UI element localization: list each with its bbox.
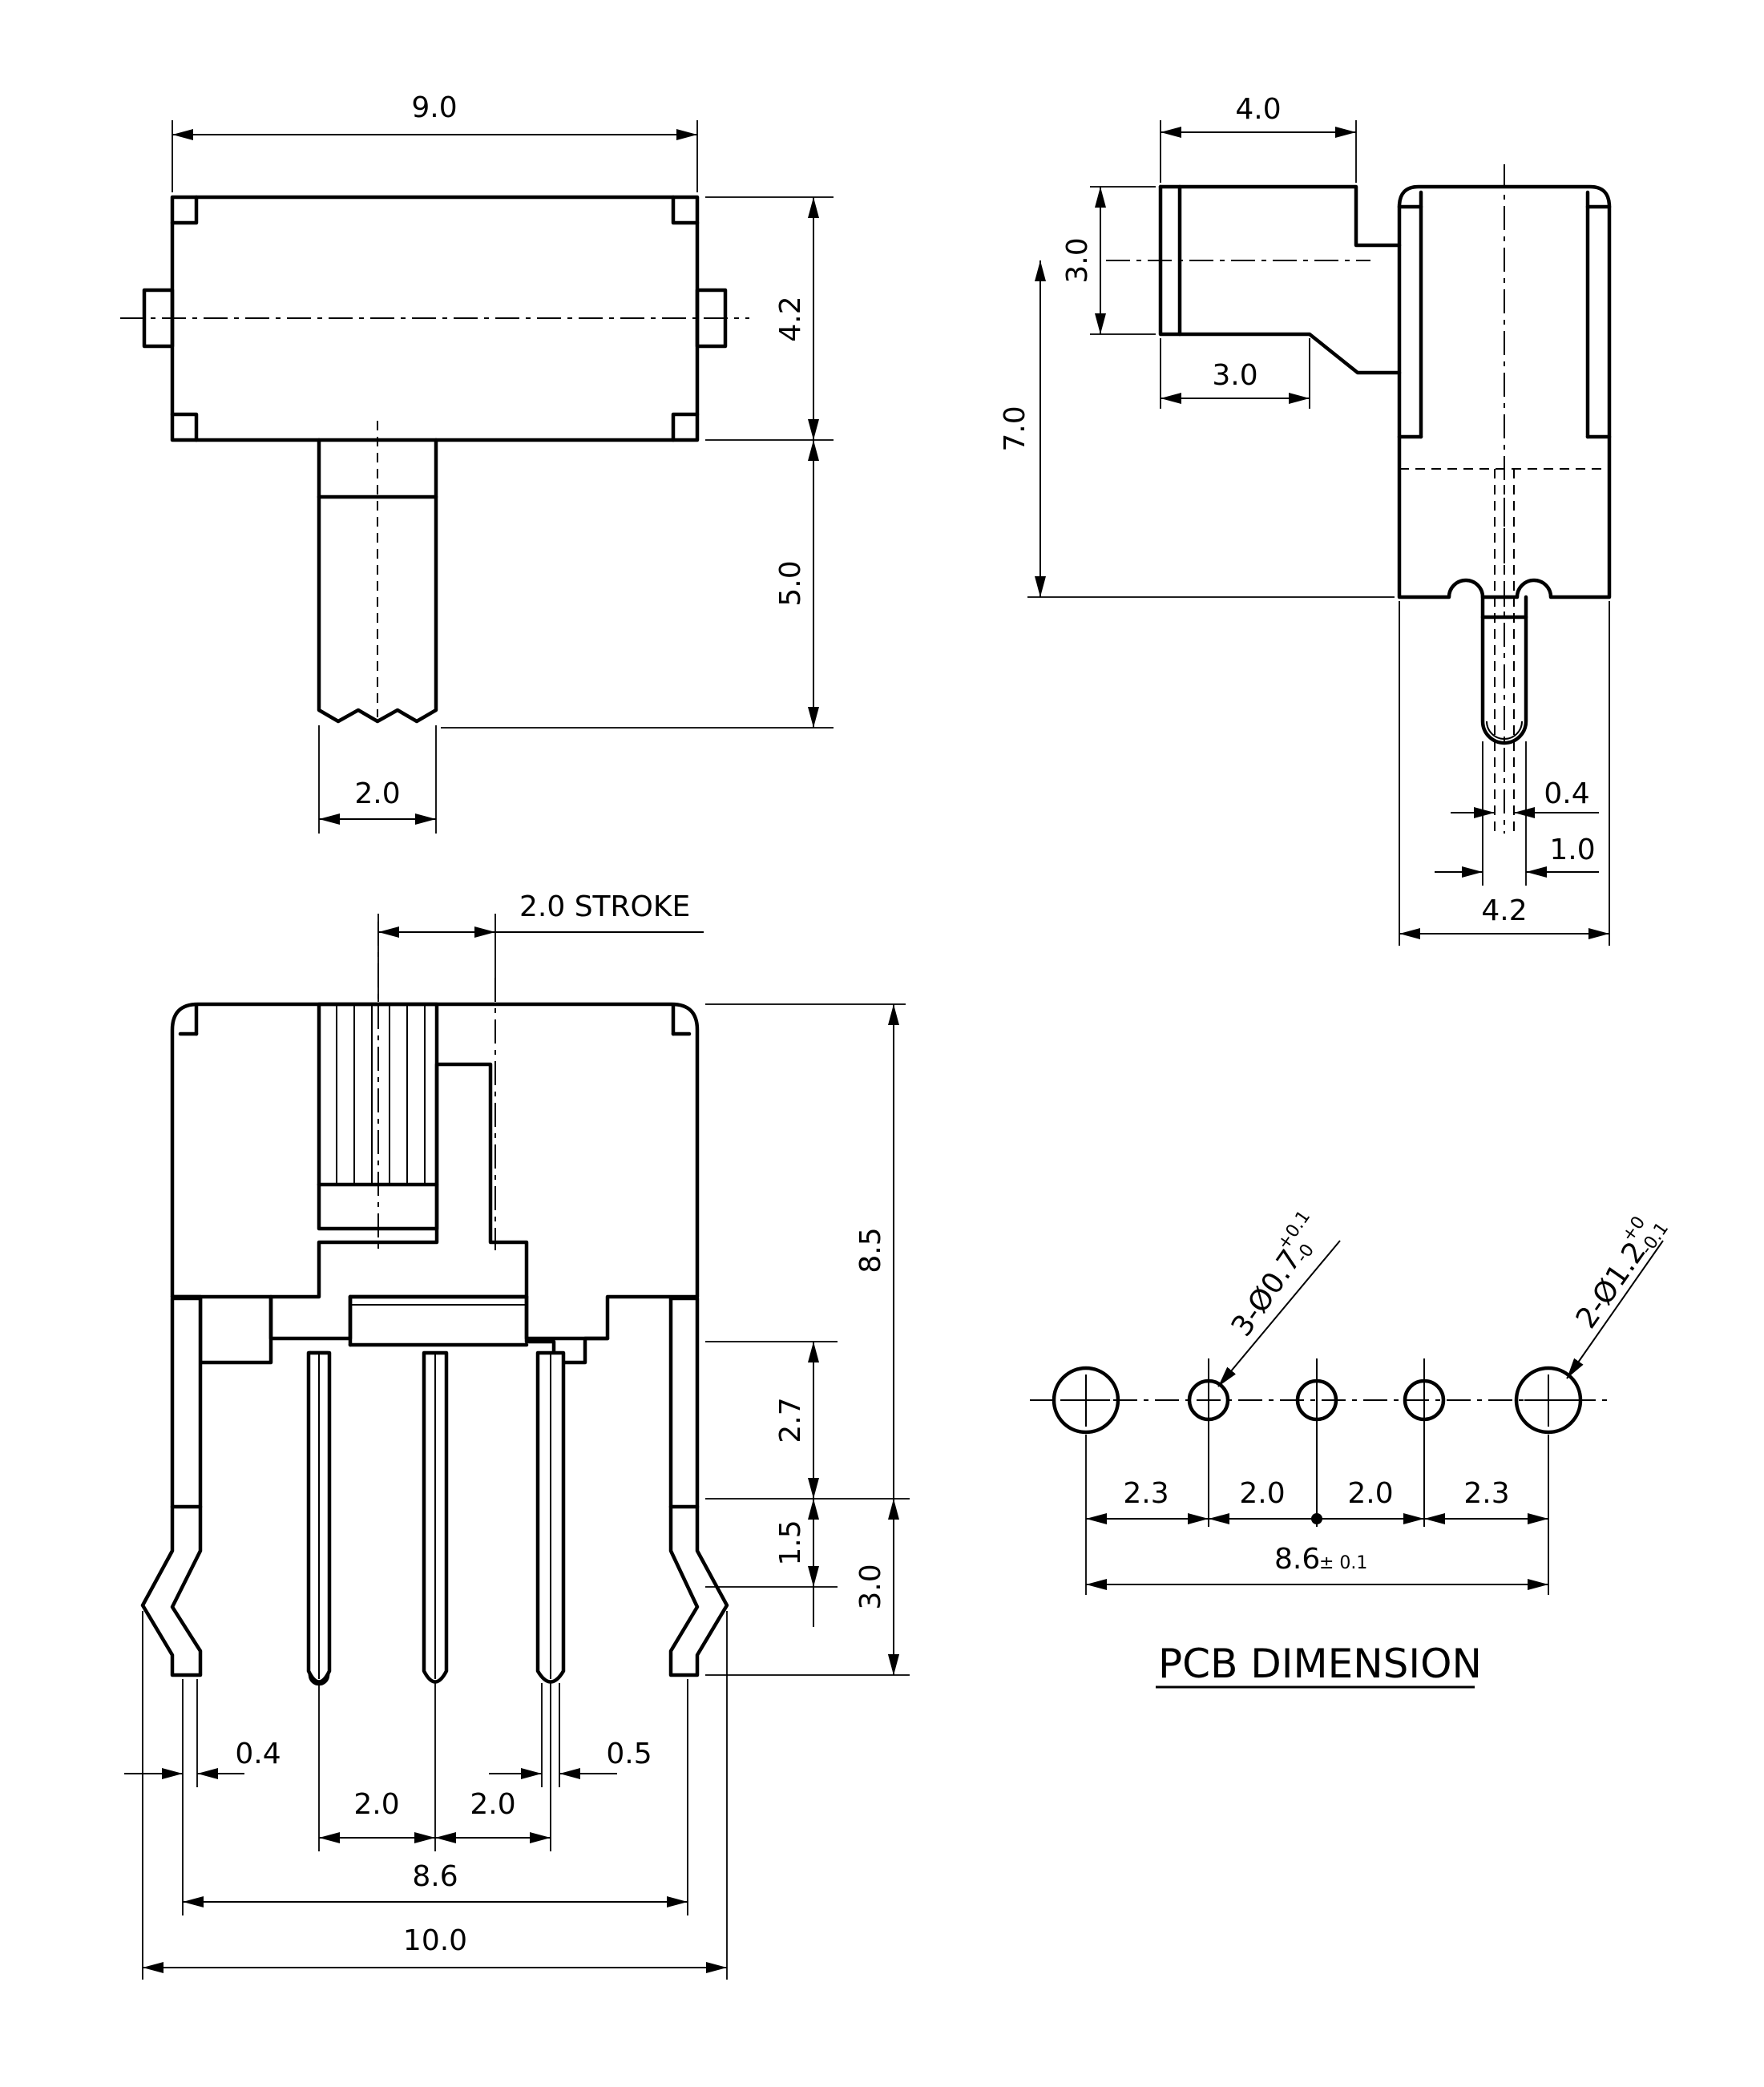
dim-side-actuator-len: 4.0 (1235, 93, 1281, 126)
dim-front-pin-h3: 3.0 (854, 1564, 887, 1609)
pcb-hole-large-left (1052, 1366, 1120, 1435)
pcb-total: 8.6 (1274, 1543, 1320, 1576)
pcb-hole-large-right (1514, 1366, 1583, 1435)
dim-top-width: 9.0 (411, 91, 457, 124)
top-view: 9.0 4.2 5.0 2.0 (120, 91, 834, 834)
dim-side-pin-w2: 1.0 (1549, 834, 1595, 866)
dim-top-height: 4.2 (774, 296, 807, 341)
dim-front-pitch2: 2.0 (470, 1788, 515, 1821)
dim-front-pin-h2: 1.5 (774, 1520, 807, 1565)
pcb-hole-small-2 (1295, 1358, 1338, 1527)
dim-top-actuator-width: 2.0 (354, 777, 400, 810)
dim-side-actuator-tip: 3.0 (1212, 359, 1257, 392)
dim-front-pin-t1: 0.4 (235, 1738, 281, 1770)
dim-front-pin-t2: 0.5 (606, 1738, 652, 1770)
pcb-d4: 2.3 (1463, 1477, 1509, 1510)
pcb-hole-small-1 (1187, 1358, 1230, 1527)
pcb-d1: 2.3 (1123, 1477, 1169, 1510)
dim-side-actuator-h: 3.0 (1061, 237, 1094, 283)
pcb-d3: 2.0 (1347, 1477, 1393, 1510)
dim-front-width: 10.0 (403, 1924, 467, 1957)
side-view: 4.0 3.0 3.0 7.0 0.4 1.0 4.2 (999, 93, 1612, 946)
dim-front-pitch1: 2.0 (353, 1788, 399, 1821)
dim-side-total-h: 7.0 (999, 406, 1031, 451)
dim-front-span: 8.6 (412, 1860, 458, 1893)
pcb-large-hole-callout: 2-Ø1.2 +0 -0.1 (1570, 1213, 1673, 1334)
dim-front-pin-h1: 2.7 (774, 1397, 807, 1443)
pcb-total-tol: ± 0.1 (1319, 1553, 1367, 1573)
pcb-title: PCB DIMENSION (1158, 1641, 1482, 1687)
dim-top-actuator-len: 5.0 (774, 560, 807, 606)
pcb-small-hole-callout: 3-Ø0.7 +0.1 -0 (1225, 1207, 1318, 1342)
dim-stroke: 2.0 STROKE (519, 890, 690, 923)
pcb-origin-dot (1311, 1513, 1322, 1524)
dim-side-width: 4.2 (1481, 894, 1527, 927)
dim-side-pin-w: 0.4 (1544, 777, 1589, 810)
svg-text:2-Ø1.2: 2-Ø1.2 (1570, 1236, 1653, 1334)
pcb-view: 2.3 2.0 2.0 2.3 8.6 ± 0.1 3-Ø0.7 +0.1 -0… (1030, 1207, 1673, 1689)
pcb-d2: 2.0 (1239, 1477, 1285, 1510)
pcb-hole-small-3 (1403, 1358, 1446, 1527)
front-view: 2.0 STROKE 8.5 2.7 1.5 3.0 0.4 0.5 (124, 890, 910, 1980)
dim-front-h: 8.5 (854, 1227, 887, 1273)
